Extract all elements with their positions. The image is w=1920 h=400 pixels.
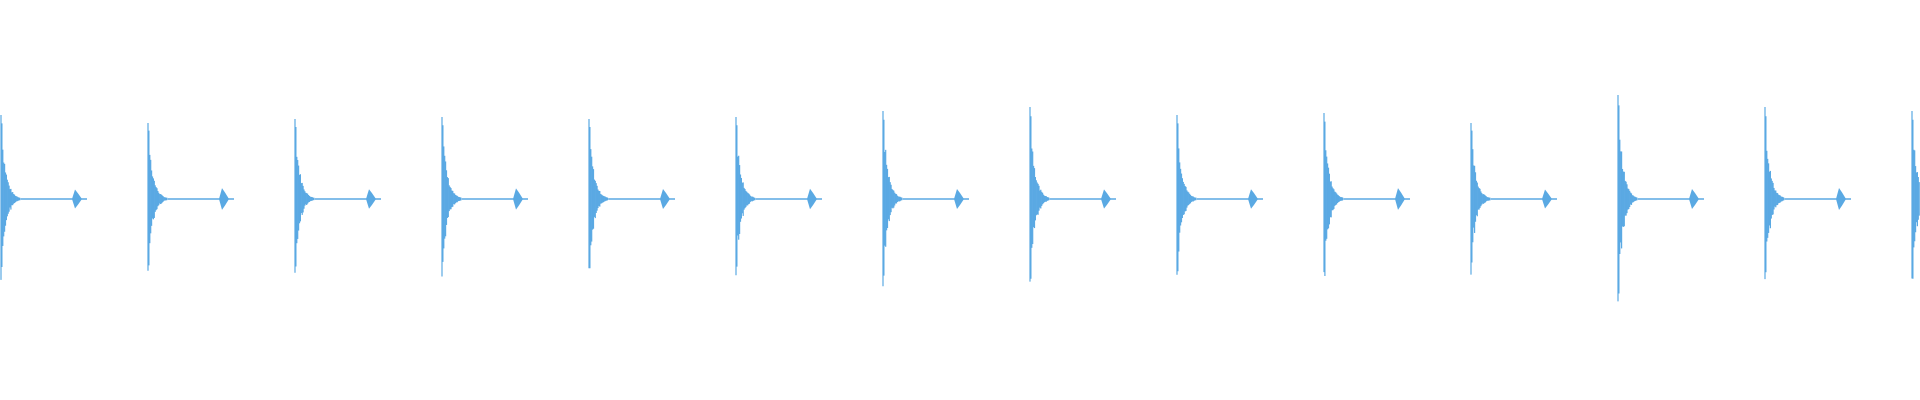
waveform-hit: [1323, 113, 1410, 277]
waveform-hit: [1911, 111, 1920, 279]
waveform-hit: [735, 117, 822, 276]
waveform-blip: [807, 188, 817, 210]
waveform-hit: [1176, 115, 1263, 275]
waveform-blip: [1689, 189, 1699, 209]
waveform-hit: [1029, 107, 1116, 282]
waveform-blip: [72, 189, 82, 209]
waveform-blip: [1542, 189, 1552, 209]
waveform-blip: [660, 189, 670, 209]
waveform-hit: [0, 115, 87, 280]
waveform-hit: [147, 123, 234, 271]
waveform-hit: [882, 111, 969, 287]
waveform-blip: [366, 189, 376, 209]
waveform-hit: [1764, 107, 1851, 280]
waveform-blip: [1248, 189, 1258, 209]
waveform-hit: [1470, 123, 1557, 275]
waveform-blip: [219, 188, 229, 210]
waveform-hit: [441, 117, 528, 277]
waveform-blip: [954, 189, 964, 209]
waveform-hit: [588, 119, 675, 269]
waveform-hit: [294, 119, 381, 273]
waveform-blip: [1395, 188, 1405, 210]
waveform-blip: [513, 188, 523, 210]
waveform-blip: [1836, 188, 1846, 210]
waveform-hit: [1617, 95, 1704, 302]
waveform-blip: [1101, 189, 1111, 209]
